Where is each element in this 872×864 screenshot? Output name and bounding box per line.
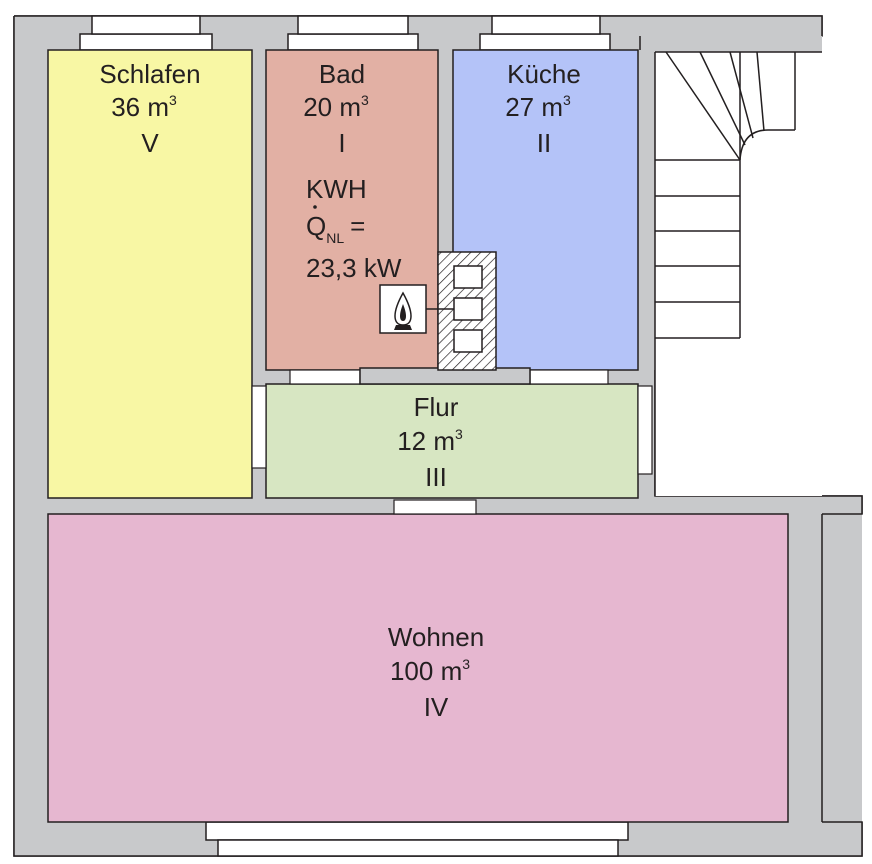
svg-text:QNL=: QNL = [306, 211, 365, 246]
window-kueche [479, 33, 611, 51]
window-wohnen [205, 821, 629, 857]
window-schlafen [79, 33, 213, 51]
room-name: Wohnen [388, 622, 484, 652]
room-wohnen [47, 513, 789, 823]
boiler-equals: = [350, 211, 365, 241]
door-kueche-flur [529, 369, 609, 385]
boiler-value: 23,3 kW [306, 253, 402, 283]
stair-icon [654, 51, 822, 496]
room-schlafen [47, 49, 253, 499]
room-numeral: IV [424, 692, 449, 722]
svg-text:27 m3: 27 m3 [505, 92, 571, 122]
wall-slab-right-top [640, 16, 822, 52]
room-name: Bad [319, 59, 365, 89]
dot-accent [313, 205, 317, 209]
room-volume-exp: 3 [361, 92, 369, 108]
room-name: Flur [414, 392, 459, 422]
room-volume: 12 m [397, 426, 455, 456]
boiler-label: KWH QNL = 23,3 kW [306, 174, 402, 283]
label-bad: Bad 20 m3 I [303, 59, 369, 158]
svg-text:36 m3: 36 m3 [111, 92, 177, 122]
doors [251, 367, 653, 515]
room-volume: 27 m [505, 92, 563, 122]
svg-text:12 m3: 12 m3 [397, 426, 463, 456]
label-wohnen: Wohnen 100 m3 IV [388, 622, 484, 722]
door-bad-flur [289, 369, 361, 385]
boiler-symbol: Q [306, 211, 326, 241]
room-numeral: V [141, 128, 159, 158]
window-bad [287, 33, 419, 51]
flame-icon [379, 284, 427, 334]
room-volume-exp: 3 [455, 426, 463, 442]
room-volume: 20 m [303, 92, 361, 122]
windows-top [79, 15, 611, 51]
chimney-icon [426, 251, 497, 371]
room-numeral: I [338, 128, 345, 158]
room-volume-exp: 3 [462, 656, 470, 672]
label-schlafen: Schlafen 36 m3 V [99, 59, 200, 158]
svg-text:20 m3: 20 m3 [303, 92, 369, 122]
room-numeral: II [537, 128, 551, 158]
boiler-subscript: NL [326, 230, 344, 246]
room-numeral: III [425, 462, 447, 492]
label-kueche: Küche 27 m3 II [505, 59, 581, 158]
room-volume: 36 m [111, 92, 169, 122]
room-name: Schlafen [99, 59, 200, 89]
room-volume: 100 m [390, 656, 462, 686]
label-flur: Flur 12 m3 III [397, 392, 463, 492]
svg-text:100 m3: 100 m3 [390, 656, 470, 686]
room-name: Küche [507, 59, 581, 89]
door-schlafen-flur [251, 385, 267, 469]
door-flur-kueche [637, 385, 653, 475]
room-volume-exp: 3 [169, 92, 177, 108]
door-flur-wohnen [393, 499, 477, 515]
boiler-name: KWH [306, 174, 367, 204]
room-volume-exp: 3 [563, 92, 571, 108]
